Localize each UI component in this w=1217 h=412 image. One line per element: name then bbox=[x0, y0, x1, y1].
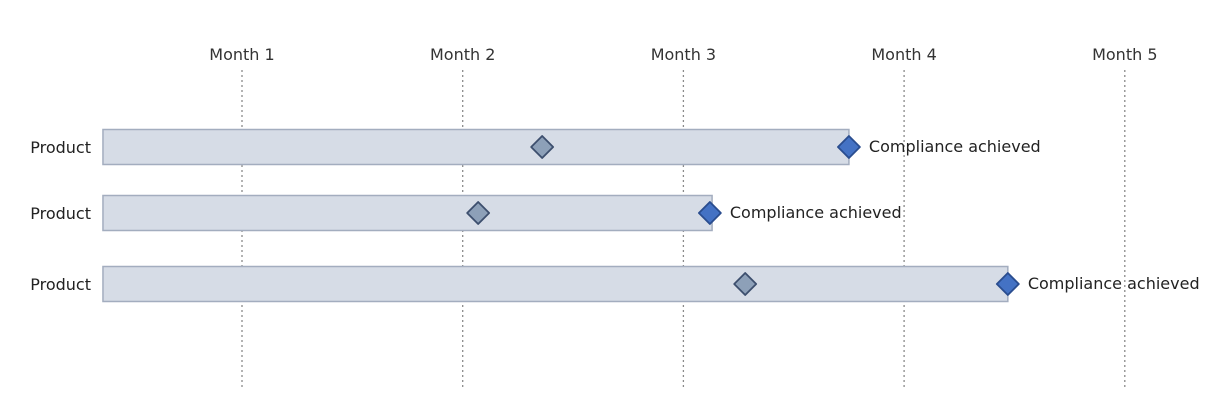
product-row-3: Product Compliance achieved bbox=[30, 265, 1200, 303]
tick-label-month-3: Month 3 bbox=[651, 45, 716, 64]
tick-label-month-4: Month 4 bbox=[871, 45, 936, 64]
month-tick-labels: Month 1 Month 2 Month 3 Month 4 Month 5 bbox=[209, 45, 1157, 64]
milestone-diamond bbox=[466, 201, 491, 225]
row-label: Product bbox=[30, 138, 91, 157]
tick-label-month-1: Month 1 bbox=[209, 45, 274, 64]
duration-bar bbox=[102, 128, 850, 166]
milestone-diamond bbox=[530, 135, 555, 159]
duration-bar bbox=[102, 265, 1009, 303]
milestone-diamond bbox=[733, 272, 758, 296]
row-label: Product bbox=[30, 275, 91, 294]
duration-bar bbox=[102, 194, 713, 232]
compliance-diamond bbox=[697, 201, 722, 225]
row-label: Product bbox=[30, 204, 91, 223]
tick-label-month-2: Month 2 bbox=[430, 45, 495, 64]
gridlines bbox=[241, 70, 1126, 388]
product-row-1: Product Compliance achieved bbox=[30, 128, 1041, 166]
compliance-label: Compliance achieved bbox=[869, 137, 1041, 156]
compliance-label: Compliance achieved bbox=[730, 203, 902, 222]
tick-label-month-5: Month 5 bbox=[1092, 45, 1157, 64]
compliance-diamond bbox=[837, 135, 861, 159]
compliance-diamond bbox=[995, 272, 1020, 296]
product-row-2: Product Compliance achieved bbox=[30, 194, 902, 232]
compliance-label: Compliance achieved bbox=[1028, 274, 1200, 293]
